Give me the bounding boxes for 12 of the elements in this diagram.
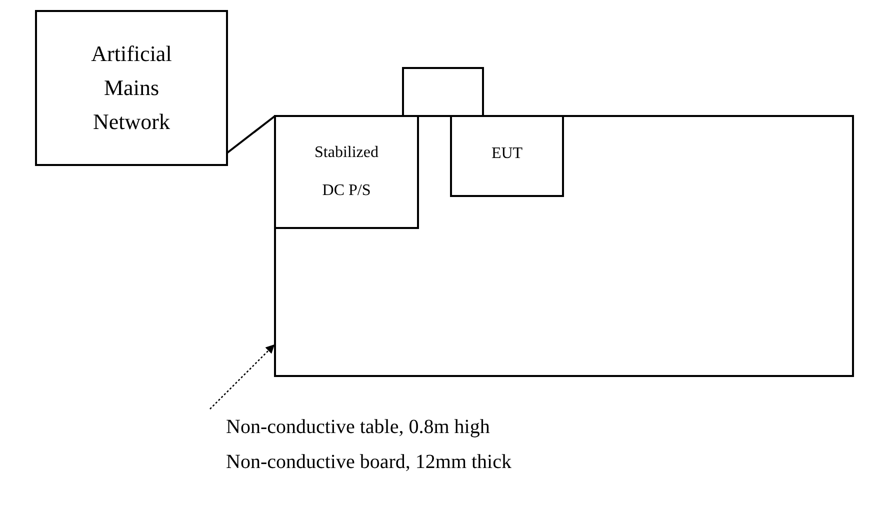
box-label: EUT: [491, 144, 523, 164]
leader-line: [210, 344, 275, 410]
note-text: Non-conductive board, 12mm thick: [226, 450, 512, 475]
note-text: Non-conductive table, 0.8m high: [226, 415, 491, 440]
empty-box: [402, 67, 484, 117]
equipment-box: [450, 115, 564, 197]
box-label: Artificial Mains Network: [90, 40, 173, 136]
box-label: Stabilized DC P/S: [314, 143, 380, 201]
equipment-box: [274, 115, 419, 229]
table-outline: [274, 115, 854, 377]
equipment-box: [35, 10, 228, 166]
connection-line: [226, 115, 276, 154]
